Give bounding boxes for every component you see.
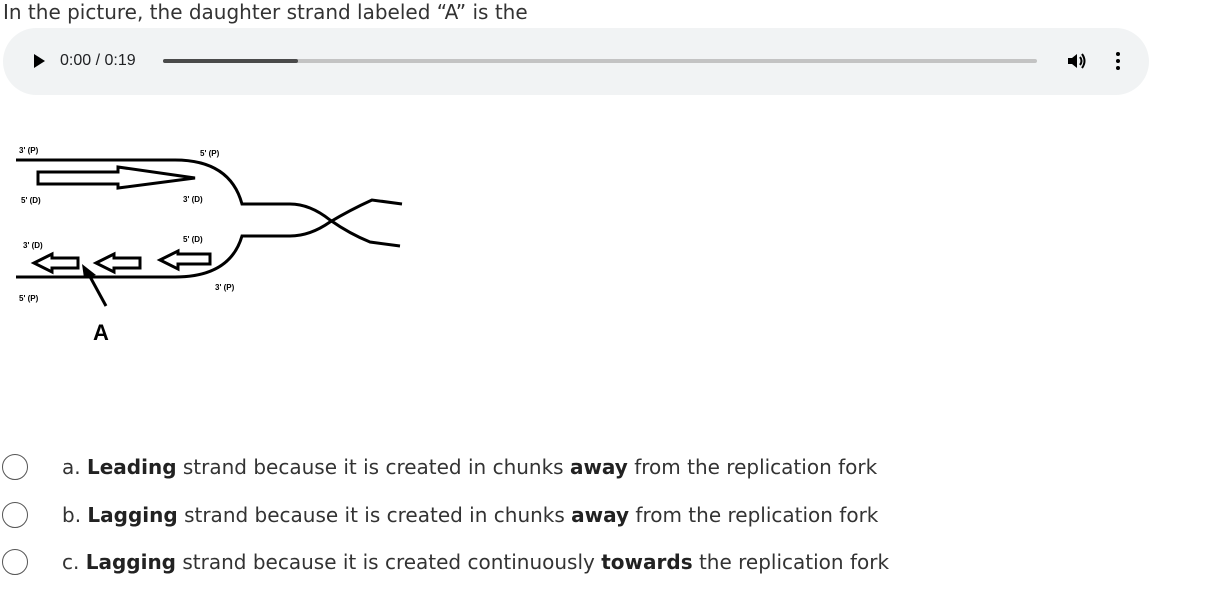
radio-button[interactable] bbox=[2, 549, 28, 575]
okazaki-fragment-3 bbox=[156, 248, 212, 272]
option-text-1: strand because it is created in chunks bbox=[176, 455, 570, 479]
label-top-right: 5' (P) bbox=[200, 149, 220, 158]
option-text-1: strand because it is created continuousl… bbox=[176, 550, 602, 574]
label-bottom-right: 3' (P) bbox=[215, 283, 235, 292]
okazaki-fragment-1 bbox=[30, 251, 80, 275]
label-bottom-left: 5' (P) bbox=[19, 294, 39, 303]
okazaki-fragment-2 bbox=[92, 251, 142, 275]
option-text-2: the replication fork bbox=[692, 550, 890, 574]
pointer-arrow bbox=[86, 272, 108, 307]
volume-icon[interactable] bbox=[1065, 49, 1089, 73]
label-lower-left: 3' (D) bbox=[23, 241, 43, 250]
replication-fork-diagram: 3' (P) 5' (P) 5' (D) 3' (D) 3' (D) 5' (D… bbox=[16, 146, 403, 345]
option-bold-2: away bbox=[571, 503, 630, 527]
option-text-1: strand because it is created in chunks bbox=[177, 503, 572, 527]
radio-button[interactable] bbox=[2, 502, 28, 528]
label-mid-left: 5' (D) bbox=[21, 196, 41, 205]
more-vert-icon[interactable] bbox=[1106, 49, 1130, 73]
seek-progress bbox=[163, 59, 299, 63]
helix-strand-2 bbox=[242, 198, 403, 238]
bottom-parent-strand bbox=[16, 234, 290, 279]
audio-player: 0:00 / 0:19 bbox=[3, 28, 1149, 95]
time-display: 0:00 / 0:19 bbox=[60, 52, 136, 69]
helix-strand-1 bbox=[242, 202, 401, 248]
radio-button[interactable] bbox=[2, 454, 28, 480]
option-prefix: a. bbox=[62, 455, 87, 479]
option-text-2: from the replication fork bbox=[629, 503, 879, 527]
option-prefix: c. bbox=[62, 550, 86, 574]
option-a[interactable]: a. Leading strand because it is created … bbox=[2, 453, 1002, 485]
option-bold-1: Lagging bbox=[87, 503, 178, 527]
option-bold-1: Lagging bbox=[85, 550, 177, 574]
option-b[interactable]: b. Lagging strand because it is created … bbox=[2, 501, 1002, 533]
label-lower-right: 5' (D) bbox=[183, 235, 203, 244]
option-bold-2: away bbox=[569, 455, 628, 479]
option-c[interactable]: c. Lagging strand because it is created … bbox=[2, 548, 1002, 580]
option-bold-2: towards bbox=[601, 550, 693, 574]
option-text: a. Leading strand because it is created … bbox=[62, 453, 877, 481]
option-text-2: from the replication fork bbox=[627, 455, 878, 479]
label-mid-right: 3' (D) bbox=[183, 195, 203, 204]
option-text: c. Lagging strand because it is created … bbox=[62, 548, 889, 576]
play-icon[interactable] bbox=[26, 49, 50, 73]
label-top-left: 3' (P) bbox=[19, 146, 39, 155]
top-parent-strand bbox=[16, 158, 290, 206]
leading-strand-arrow bbox=[36, 165, 196, 190]
seek-slider[interactable] bbox=[163, 59, 1037, 63]
question-text: In the picture, the daughter strand labe… bbox=[3, 0, 528, 24]
option-prefix: b. bbox=[62, 503, 88, 527]
label-a: A bbox=[93, 320, 109, 345]
pointer-arrowhead bbox=[82, 264, 96, 278]
option-text: b. Lagging strand because it is created … bbox=[62, 501, 878, 529]
option-bold-1: Leading bbox=[86, 455, 177, 479]
